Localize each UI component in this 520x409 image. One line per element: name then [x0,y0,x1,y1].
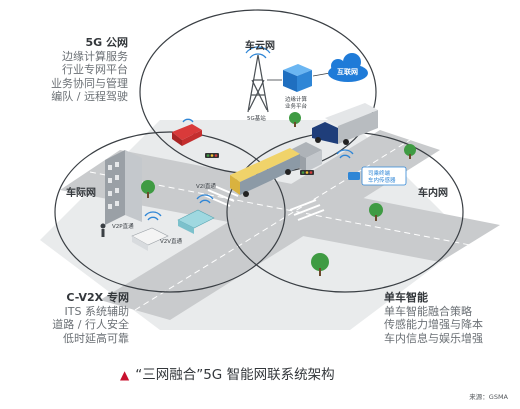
panel-c-v2x-title: C-V2X 专网 [66,291,129,304]
sensor-label-line1: 司乘终端 [368,171,391,177]
truck-icon [312,103,378,145]
figure-caption: ▲ “三网融合”5G 智能网联系统架构 [120,363,420,383]
panel-c-v2x-line-1: ITS 系统辅助 [64,304,129,318]
edge-server-icon [283,64,312,92]
edge-platform-label-line2: 业务平台 [285,104,308,110]
source-note: 来源：GSMA [469,393,508,401]
panel-5g-line-2: 行业专网平台 [62,63,128,76]
panel-c-v2x: C-V2X 专网 ITS 系统辅助 道路 / 行人安全 低时延高可靠 [52,291,129,345]
building-icon [105,150,142,225]
panel-vehicle-title: 单车智能 [384,291,428,304]
panel-vehicle-line-1: 单车智能融合策略 [384,304,472,318]
v2v-label: V2V直通 [160,239,183,245]
v2i-label: V2I直通 [196,184,216,190]
cloud-network-label: 车云网 [245,41,275,52]
panel-c-v2x-line-2: 道路 / 行人安全 [52,318,129,331]
bus-icon [230,148,300,197]
panel-5g-line-4: 编队 / 远程驾驶 [51,90,128,103]
panel-c-v2x-line-3: 低时延高可靠 [63,331,129,345]
sensor-device-icon [348,166,407,186]
tower-5g-icon [245,46,271,113]
pedestrian-icon [100,223,106,237]
v2x-network-label: 车际网 [66,188,96,199]
in-vehicle-network-label: 车内网 [418,188,448,199]
base-station-label: 5G基站 [247,116,266,122]
panel-vehicle-line-3: 车内信息与娱乐增强 [384,331,483,345]
v2p-label: V2P直通 [112,224,134,230]
signal-icons [144,118,354,221]
red-car-icon [172,124,202,146]
internet-cloud-icon [328,53,368,82]
panel-5g-line-1: 边缘计算服务 [62,49,128,63]
v2x-network-circle [54,131,286,293]
internet-label: 互联网 [337,68,358,76]
panel-vehicle: 单车智能 单车智能融合策略 传感能力增强与降本 车内信息与娱乐增强 [384,291,483,345]
sensor-label-line2: 车内传感器 [368,178,396,184]
caret-up-icon: ▲ [120,368,130,382]
edge-platform-label-line1: 边缘计算 [285,97,308,103]
panel-5g-line-3: 业务协同与管理 [51,76,128,90]
figure-caption-text: “三网融合”5G 智能网联系统架构 [135,367,335,383]
teal-car-icon [177,209,215,234]
traffic-light-icons [205,153,314,175]
tree-icons [141,112,416,276]
white-car-icon [131,227,169,251]
crosswalk [203,184,325,221]
panel-5g: 5G 公网 边缘计算服务 行业专网平台 业务协同与管理 编队 / 远程驾驶 [51,36,128,104]
panel-5g-title: 5G 公网 [85,36,128,49]
panel-vehicle-line-2: 传感能力增强与降本 [384,318,483,331]
